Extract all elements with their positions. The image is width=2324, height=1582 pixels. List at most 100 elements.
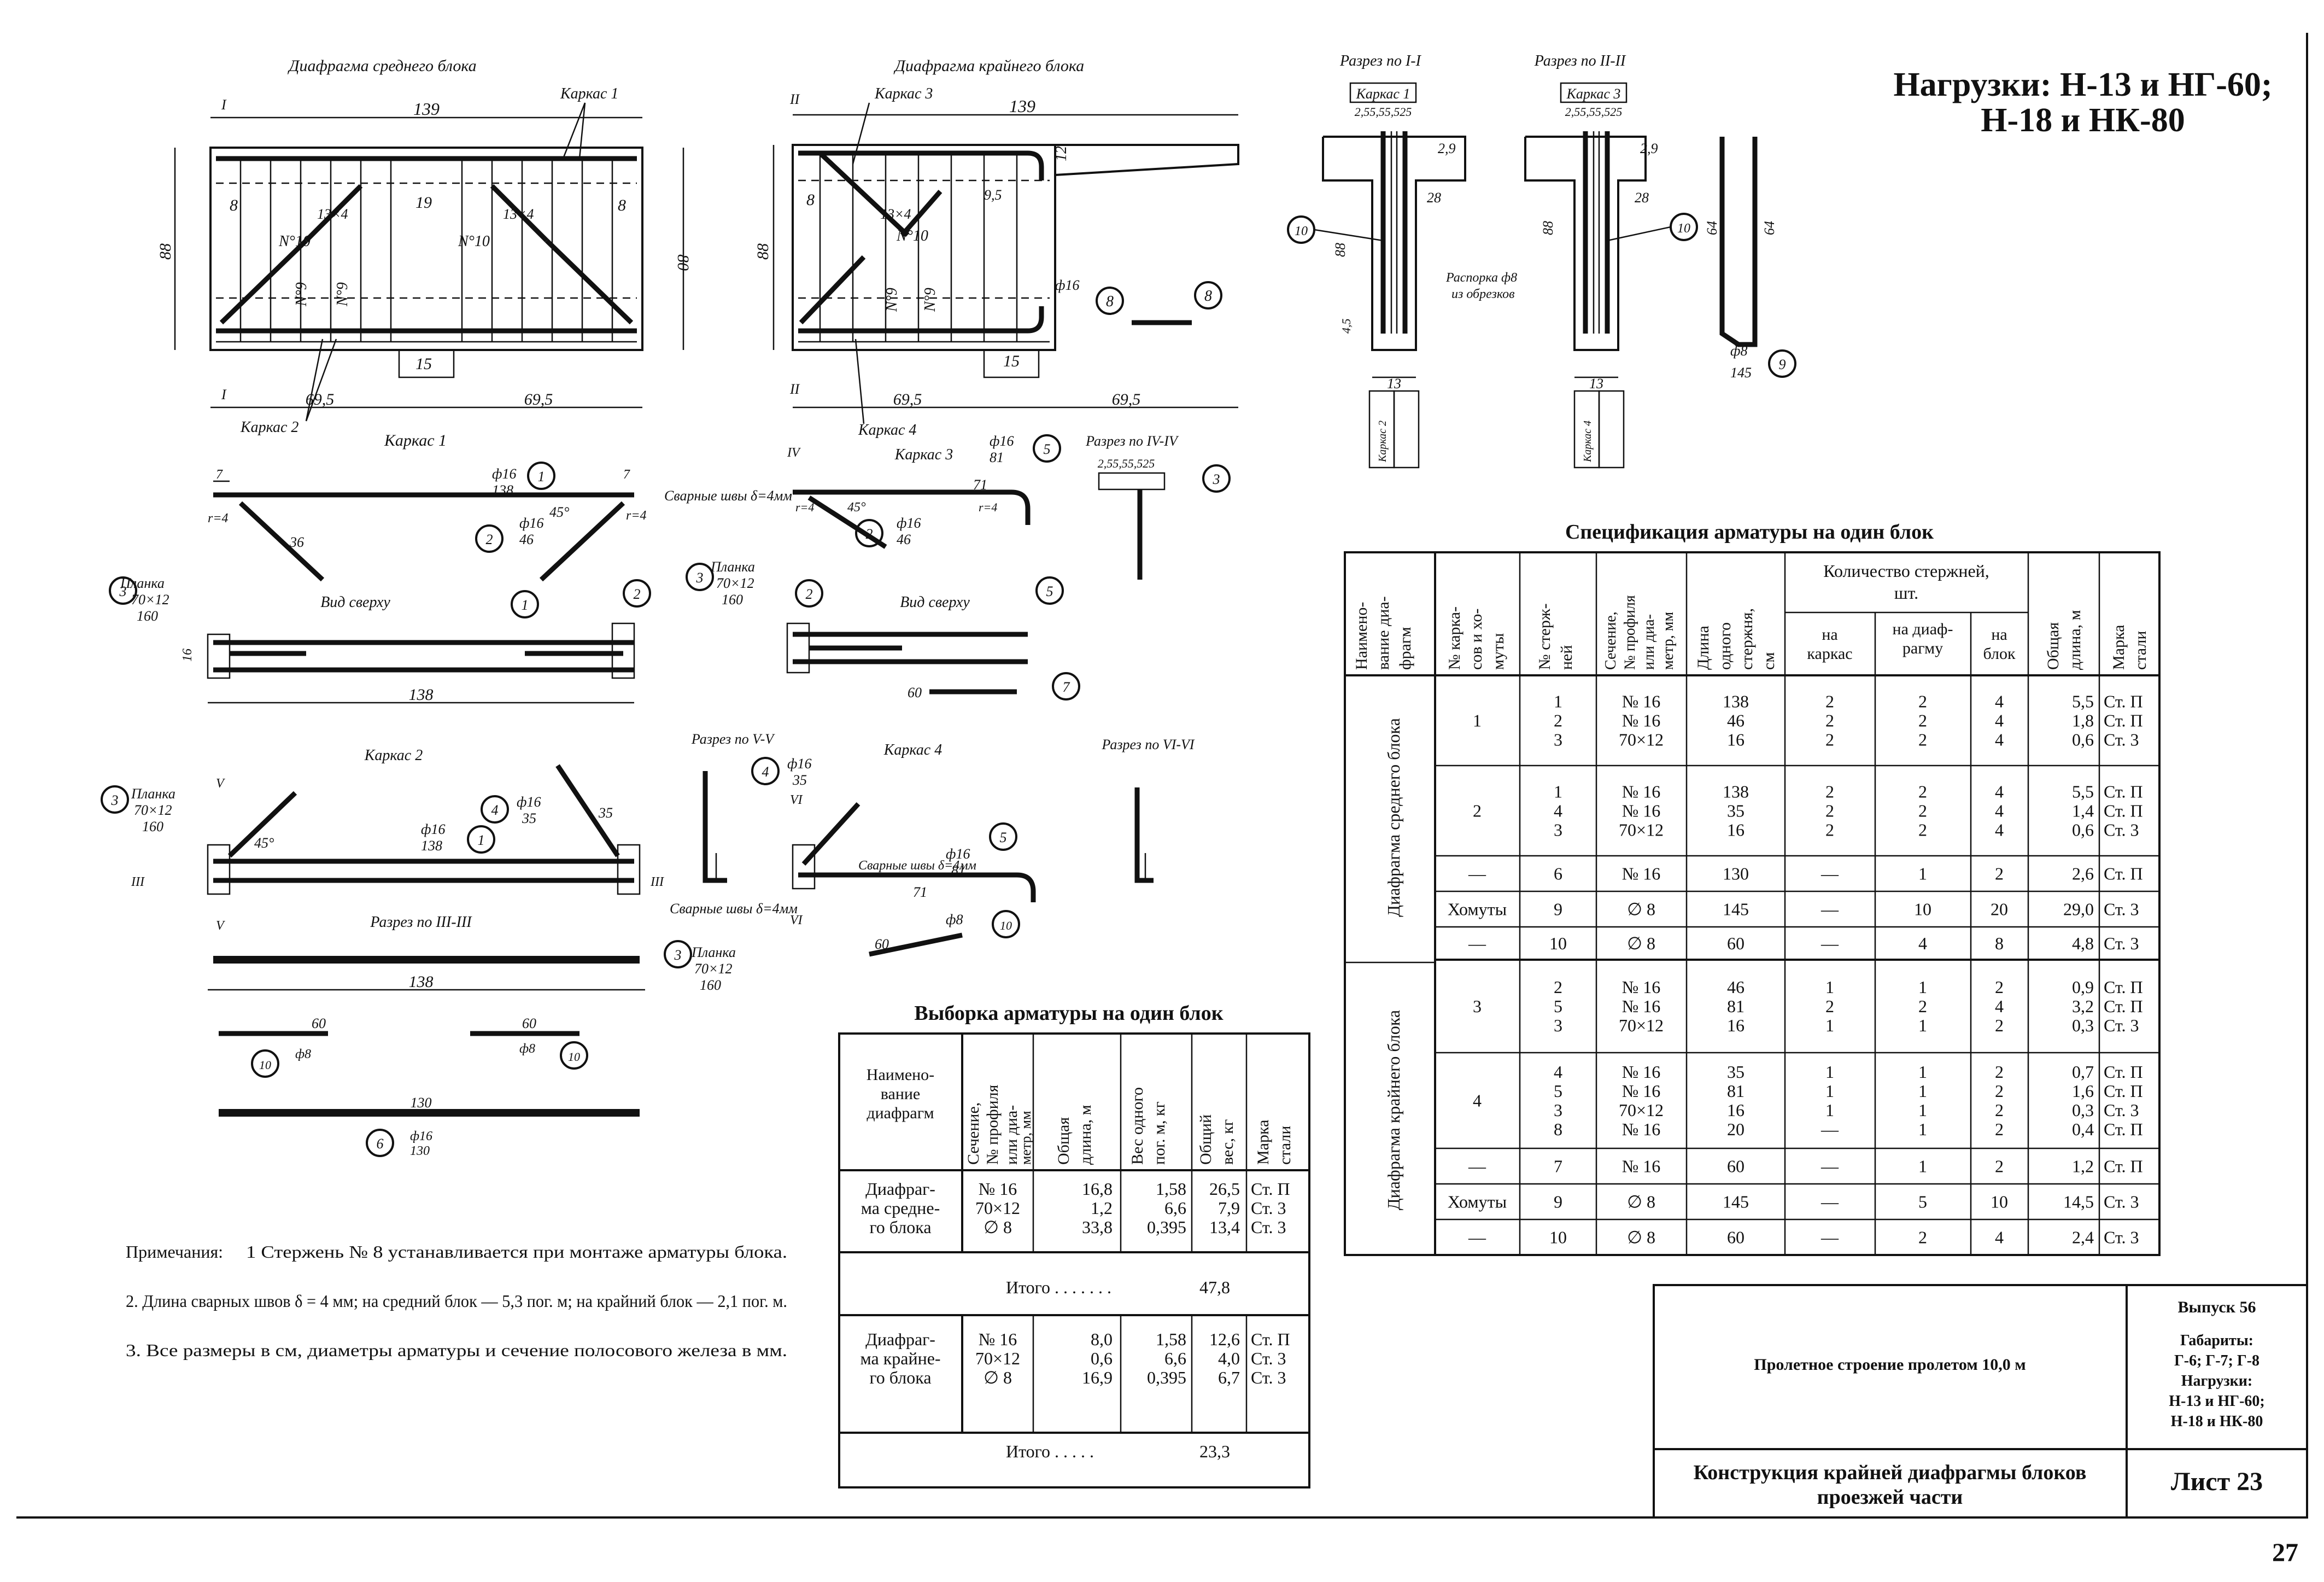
frame3-r4a: r=4: [795, 500, 814, 514]
frame1-callout1-len: 138: [492, 482, 513, 498]
spec-1-0-qd-2: 1: [1918, 1015, 1927, 1035]
sel-e-r0-len: 8,0: [1091, 1329, 1113, 1349]
frame1-welds: Сварные швы δ=4мм: [664, 488, 792, 504]
sec1-dim-88: 88: [1332, 243, 1348, 257]
spec-1-1-qd-0: 1: [1918, 1062, 1927, 1082]
label-n9-mid-a: N°9: [293, 282, 310, 307]
frame2-callout4-len: 35: [522, 810, 536, 826]
spec-1-1-qb-1: 2: [1995, 1081, 2004, 1101]
frame2-plate-len: 160: [142, 819, 163, 834]
bar-no-7: 7: [1063, 679, 1070, 695]
spec-1-1-bars-2: 3: [1554, 1100, 1562, 1120]
frame3-plate: Планка: [710, 559, 755, 575]
selection-table: Выборка арматуры на один блок Наимено- в…: [838, 1002, 1310, 1488]
spec-1-1-tl-3: 0,4: [2072, 1119, 2094, 1139]
label-frame3: Каркас 3: [874, 85, 933, 102]
spec-0-2-bars-0: 6: [1554, 864, 1562, 884]
dim-8-mid-b: 8: [618, 196, 626, 214]
label-frame2: Каркас 2: [240, 419, 298, 436]
spec-0-2-tl-0: 2,6: [2072, 864, 2094, 884]
sec1-dim-28: 28: [1427, 190, 1441, 206]
spec-1-4-qb-0: 4: [1995, 1228, 2004, 1247]
spec-0-3-qb-0: 20: [1991, 900, 2008, 919]
frame1-plan-bar-2: 2: [634, 586, 641, 602]
dim-13x4-edge: 13×4: [880, 206, 911, 222]
bar6-dia: ф16: [410, 1129, 432, 1143]
frame3-callout5-dia: ф16: [990, 433, 1014, 449]
spec-0-0-bars-0: 1: [1554, 692, 1562, 711]
frame4-callout4-len: 35: [792, 772, 807, 788]
label-n10-mid-b: N°10: [458, 233, 490, 250]
spec-0-2-st-0: Ст. П: [2104, 864, 2143, 884]
sel-m-r2-len: 33,8: [1082, 1217, 1113, 1237]
dim-95-edge: 9,5: [984, 187, 1002, 203]
spec-h-len-3: стержня,: [1738, 608, 1756, 670]
title-gabarit: Г-6; Г-7; Г-8: [2174, 1352, 2259, 1369]
frame4-welds: Сварные швы δ=4мм: [858, 859, 976, 873]
bar6-dim: 130: [411, 1095, 432, 1111]
spec-1-1-qf-0: 1: [1825, 1062, 1834, 1082]
section-2-title: Разрез по II-II: [1534, 52, 1626, 69]
spec-0-4-qd-0: 4: [1918, 933, 1927, 953]
dim-8-edge: 8: [806, 191, 815, 209]
frame2-dim-35: 35: [598, 805, 613, 821]
cut-mark-6-top: VI: [790, 793, 803, 807]
spec-0-0-st-0: Ст. П: [2104, 692, 2143, 711]
spec-1-4-section-0: ∅ 8: [1627, 1228, 1655, 1247]
spec-1-1-frame: 4: [1473, 1091, 1482, 1111]
frame1-dim-16: 16: [180, 649, 195, 662]
spec-1-1-bars-0: 4: [1554, 1062, 1562, 1082]
spec-0-3-bars-0: 9: [1554, 900, 1562, 919]
sel-m-total-label: Итого . . . . . . .: [1006, 1277, 1111, 1297]
spec-0-0-tl-0: 5,5: [2072, 692, 2094, 711]
sel-edge-name-3: го блока: [869, 1368, 931, 1387]
spec-0-4-bars-0: 10: [1549, 933, 1567, 953]
spec-0-1-length-2: 16: [1727, 820, 1745, 840]
callout-8-dia: ф16: [1055, 277, 1079, 293]
sel-middle-name-2: ма средне-: [861, 1198, 940, 1218]
frame2-callout1-len: 138: [421, 838, 442, 854]
spec-1-0-tl-2: 0,3: [2072, 1015, 2094, 1035]
frame2-callout4-dia: ф16: [517, 794, 541, 810]
spec-0-1-st-0: Ст. П: [2104, 782, 2143, 802]
spec-1-1-qb-2: 2: [1995, 1100, 2004, 1120]
sel-h-w1-2: пог. м, кг: [1150, 1101, 1168, 1165]
spec-0-1-st-1: Ст. П: [2104, 801, 2143, 821]
bar7-dim-60: 60: [908, 685, 922, 700]
section-3-title: Разрез по III-III: [370, 914, 472, 931]
spec-0-0-st-2: Ст. 3: [2104, 730, 2139, 750]
spec-0-1-tl-1: 1,4: [2072, 801, 2094, 821]
spec-0-1-frame: 2: [1473, 801, 1482, 821]
frame3-dim-71: 71: [973, 477, 987, 493]
spec-h-name-1: Наимено-: [1353, 602, 1371, 670]
cut-mark-6-bot: VI: [790, 913, 803, 927]
title-sheet: Лист 23: [2171, 1467, 2263, 1496]
spec-1-0-tl-0: 0,9: [2072, 977, 2094, 997]
sec2-frame4-label: Каркас 4: [1582, 421, 1594, 463]
diaphragm-edge-drawing: Диафрагма крайнего блока 139 88 12 8 13×…: [754, 57, 1239, 439]
sel-h-w-1: Общий: [1197, 1114, 1215, 1165]
frame2-bar-3: 3: [111, 792, 119, 808]
spec-0-4-qb-0: 8: [1995, 933, 2004, 953]
notes: Примечания: 1 Стержень № 8 устанавливает…: [126, 1242, 787, 1360]
spec-h-len-4: см: [1760, 652, 1778, 670]
spec-0-0-tl-2: 0,6: [2072, 730, 2094, 750]
sec2-frame-label: Каркас 3: [1566, 86, 1621, 102]
section-1-title: Разрез по I-I: [1339, 52, 1422, 69]
spec-0-0-st-1: Ст. П: [2104, 711, 2143, 731]
frame2-bar-1: 1: [478, 832, 485, 848]
sel-e-r1-w: 4,0: [1218, 1349, 1240, 1368]
frame3-callout2-dia: ф16: [897, 515, 921, 531]
spec-h-frame-2: сов и хо-: [1467, 609, 1485, 670]
frame1-r4b: r=4: [626, 509, 647, 523]
spec-0-3-length-0: 145: [1723, 900, 1749, 919]
spec-0-0-qb-2: 4: [1995, 730, 2004, 750]
spec-1-3-qb-0: 10: [1991, 1192, 2008, 1212]
sel-m-r2-st: Ст. 3: [1251, 1217, 1286, 1237]
spec-1-1-tl-2: 0,3: [2072, 1100, 2094, 1120]
frame4-bar-3: 3: [674, 947, 682, 963]
spec-0-1-length-0: 138: [1723, 782, 1749, 802]
loose-bar-6: 6: [377, 1136, 384, 1152]
spec-0-3-qd-0: 10: [1914, 900, 1931, 919]
frame1-dim-36: 36: [289, 534, 304, 550]
